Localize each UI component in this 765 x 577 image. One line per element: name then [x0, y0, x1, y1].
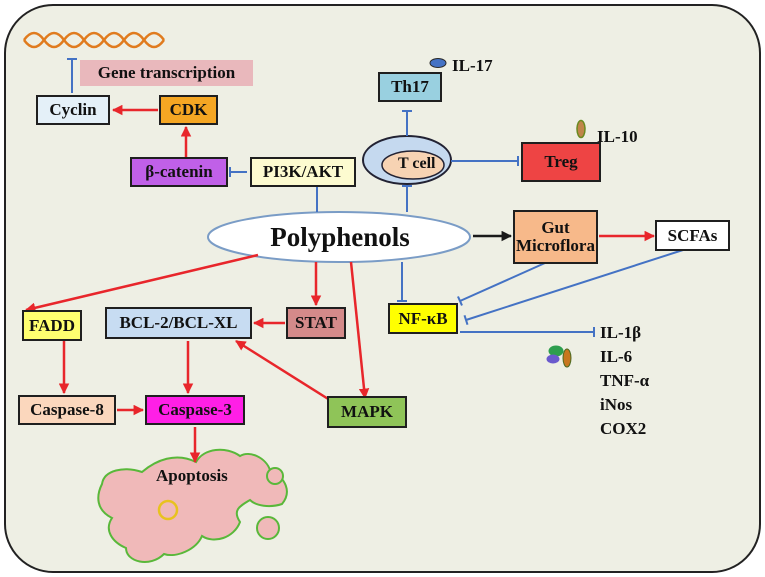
apoptotic-body	[157, 499, 179, 521]
il17-label: IL-17	[452, 56, 493, 75]
cdk-box: CDK	[159, 95, 218, 125]
cytokine-il6: IL-6	[600, 347, 633, 366]
cytokine-inos: iNos	[600, 395, 633, 414]
inhibition-connectors	[67, 58, 684, 337]
bcl2-box: BCL-2/BCL-XL	[105, 307, 252, 339]
dna-helix-icon	[22, 31, 166, 49]
caspase3-box: Caspase-3	[145, 395, 245, 425]
caspase8-box: Caspase-8	[18, 395, 116, 425]
gut-microflora-box: Gut Microflora	[513, 210, 598, 264]
stat-box: STAT	[286, 307, 346, 339]
apoptotic-body	[256, 516, 280, 540]
fadd-box: FADD	[22, 310, 82, 341]
t-cell-inner	[381, 150, 445, 180]
cytokine-tnfa: TNF-α	[600, 371, 650, 390]
cytokine-molecules-icon	[546, 345, 572, 368]
il10-label: IL-10	[597, 127, 638, 146]
scfas-box: SCFAs	[655, 220, 730, 251]
pi3k-akt-box: PI3K/AKT	[250, 157, 356, 187]
cyclin-box: Cyclin	[36, 95, 110, 125]
apoptotic-body	[266, 467, 284, 485]
cytokine-il1b: IL-1β	[600, 323, 642, 342]
cytokine-cox2: COX2	[600, 419, 647, 438]
il17-molecule-icon	[429, 58, 447, 68]
nfkb-box: NF-κB	[388, 303, 458, 334]
activation-connectors	[24, 104, 656, 464]
th17-box: Th17	[378, 72, 442, 102]
microflora-inhibit-nfkb	[457, 262, 546, 306]
scfas-inhibit-nfkb	[463, 249, 684, 326]
il10-molecule-icon	[576, 119, 586, 139]
treg-box: Treg	[521, 142, 601, 182]
mapk-box: MAPK	[327, 396, 407, 428]
polyphenols-to-fadd	[24, 253, 259, 313]
polyphenols-to-mapk	[349, 261, 370, 400]
mapk-to-bcl2	[235, 339, 334, 404]
beta-catenin-box: β-catenin	[130, 157, 228, 187]
gene-transcription-box: Gene transcription	[80, 60, 253, 86]
apoptosis-label: Apoptosis	[156, 466, 228, 485]
polyphenols-ellipse	[207, 211, 471, 263]
polyphenols-label: Polyphenols	[270, 221, 410, 252]
t-cell-label: T cell	[398, 155, 436, 172]
